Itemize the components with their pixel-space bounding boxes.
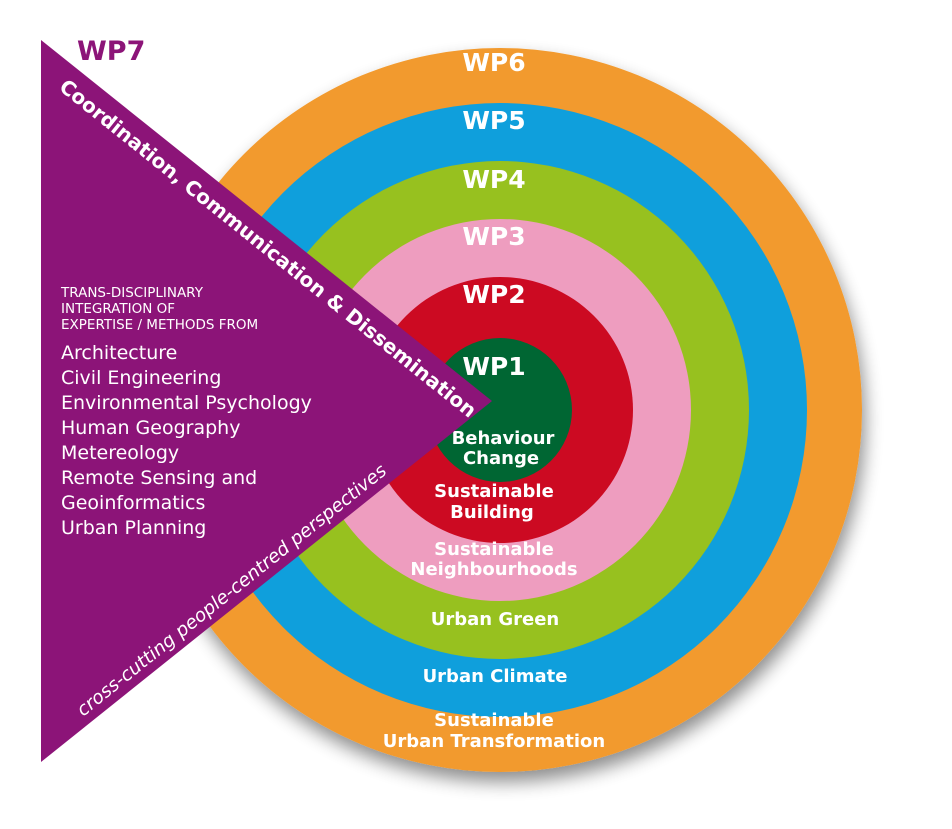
wp7-intro-line-3: EXPERTISE / METHODS FROM bbox=[61, 317, 258, 333]
discipline-item: Urban Planning bbox=[61, 517, 206, 539]
wp7-intro-line-2: INTEGRATION OF bbox=[61, 301, 175, 317]
theme-wp6-line2: Urban Transformation bbox=[383, 731, 605, 752]
wp1-label: WP1 bbox=[462, 352, 525, 381]
wp4-label: WP4 bbox=[462, 165, 525, 194]
theme-wp6-line1: Sustainable bbox=[434, 710, 554, 731]
discipline-item: Metereology bbox=[61, 442, 179, 464]
discipline-item: Architecture bbox=[61, 342, 177, 364]
discipline-item: Remote Sensing and bbox=[61, 467, 257, 489]
theme-wp2-line2: Building bbox=[450, 502, 534, 523]
discipline-item: Geoinformatics bbox=[61, 492, 205, 514]
wp7-title: WP7 bbox=[77, 36, 145, 67]
theme-wp2-line1: Sustainable bbox=[434, 481, 554, 502]
wp6-label: WP6 bbox=[462, 48, 525, 77]
wp2-label: WP2 bbox=[462, 280, 525, 309]
ring-wp1 bbox=[428, 338, 572, 482]
discipline-item: Civil Engineering bbox=[61, 367, 221, 389]
theme-wp3-line1: Sustainable bbox=[434, 539, 554, 560]
wp5-label: WP5 bbox=[462, 106, 525, 135]
wp7-intro-line-1: TRANS-DISCIPLINARY bbox=[60, 285, 204, 301]
wp3-label: WP3 bbox=[462, 222, 525, 251]
discipline-item: Environmental Psychology bbox=[61, 392, 312, 414]
theme-wp4-line1: Urban Green bbox=[431, 609, 560, 630]
theme-wp3-line2: Neighbourhoods bbox=[410, 559, 577, 580]
theme-wp1-line2: Change bbox=[463, 448, 539, 469]
theme-wp5-line1: Urban Climate bbox=[423, 666, 568, 687]
theme-wp1-line1: Behaviour bbox=[452, 428, 555, 449]
discipline-item: Human Geography bbox=[61, 417, 240, 439]
wp7-triangle bbox=[41, 40, 492, 762]
